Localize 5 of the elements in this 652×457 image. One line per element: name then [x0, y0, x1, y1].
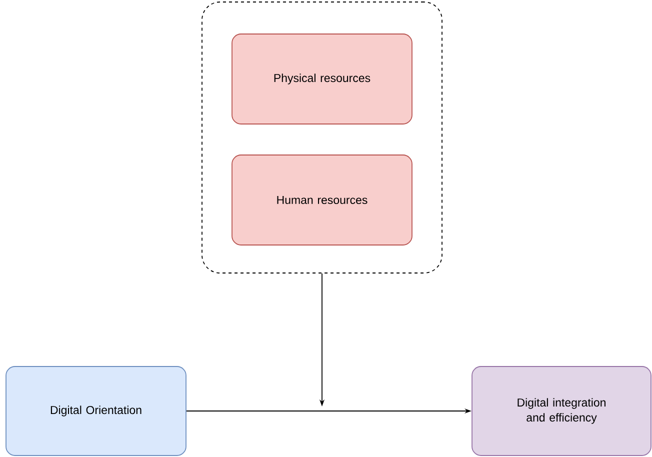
process-box: Physical resources: [232, 34, 412, 124]
process-box: Digital Orientation: [6, 366, 186, 456]
dashed-group-box: [202, 2, 442, 274]
process-box: Digital integration and efficiency: [472, 366, 652, 456]
process-box: Human resources: [232, 154, 412, 246]
